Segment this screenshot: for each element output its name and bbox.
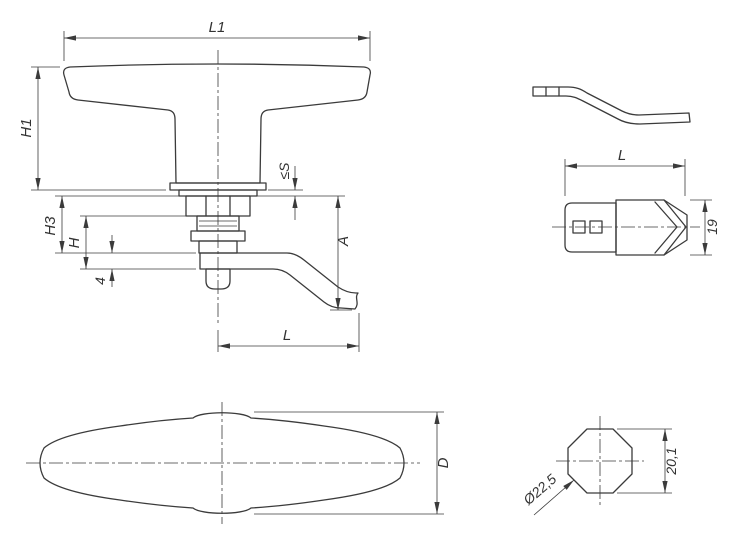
- octagon-outline: [567, 428, 633, 494]
- dim-label-s: ≤S: [276, 162, 292, 180]
- tongue-chevron-inner: [654, 201, 678, 254]
- square-drive-hole: [572, 220, 586, 234]
- collar-outline: [169, 182, 267, 191]
- side-view: L 19: [532, 86, 720, 256]
- t-handle-outline: [62, 63, 372, 184]
- latch-hub-outline: [564, 202, 617, 253]
- dim-label-l-side: L: [618, 147, 626, 164]
- dim-label-l1: L1: [209, 19, 226, 36]
- dim-label-h: H: [66, 237, 83, 248]
- tongue-chevron: [663, 199, 687, 256]
- latch-arm-profile-outline: [532, 86, 691, 125]
- square-drive-hole: [589, 220, 603, 234]
- dim-label-diameter: Ø22,5: [519, 471, 559, 509]
- diameter-leader-line: [533, 479, 575, 516]
- front-view: L1 H1 ≤S H3 H 4 A L: [18, 19, 372, 352]
- washer-outline: [190, 230, 246, 242]
- dim-label-4: 4: [92, 277, 108, 285]
- hex-nut-outline: [185, 195, 251, 217]
- dim-label-h1: H1: [18, 118, 35, 137]
- latch-arm-outline: [199, 252, 359, 310]
- dim-label-l: L: [283, 327, 291, 344]
- top-view: D: [26, 402, 452, 524]
- dim-label-h3: H3: [42, 216, 59, 236]
- dim-label-19: 19: [704, 219, 720, 235]
- dim-label-d: D: [435, 457, 452, 468]
- section-view: Ø22,5 20,1: [519, 416, 679, 516]
- end-screw-outline: [205, 268, 231, 290]
- dim-label-across-flats: 20,1: [663, 447, 679, 475]
- dim-label-a: A: [335, 236, 352, 247]
- handle-top-outline: [39, 412, 405, 514]
